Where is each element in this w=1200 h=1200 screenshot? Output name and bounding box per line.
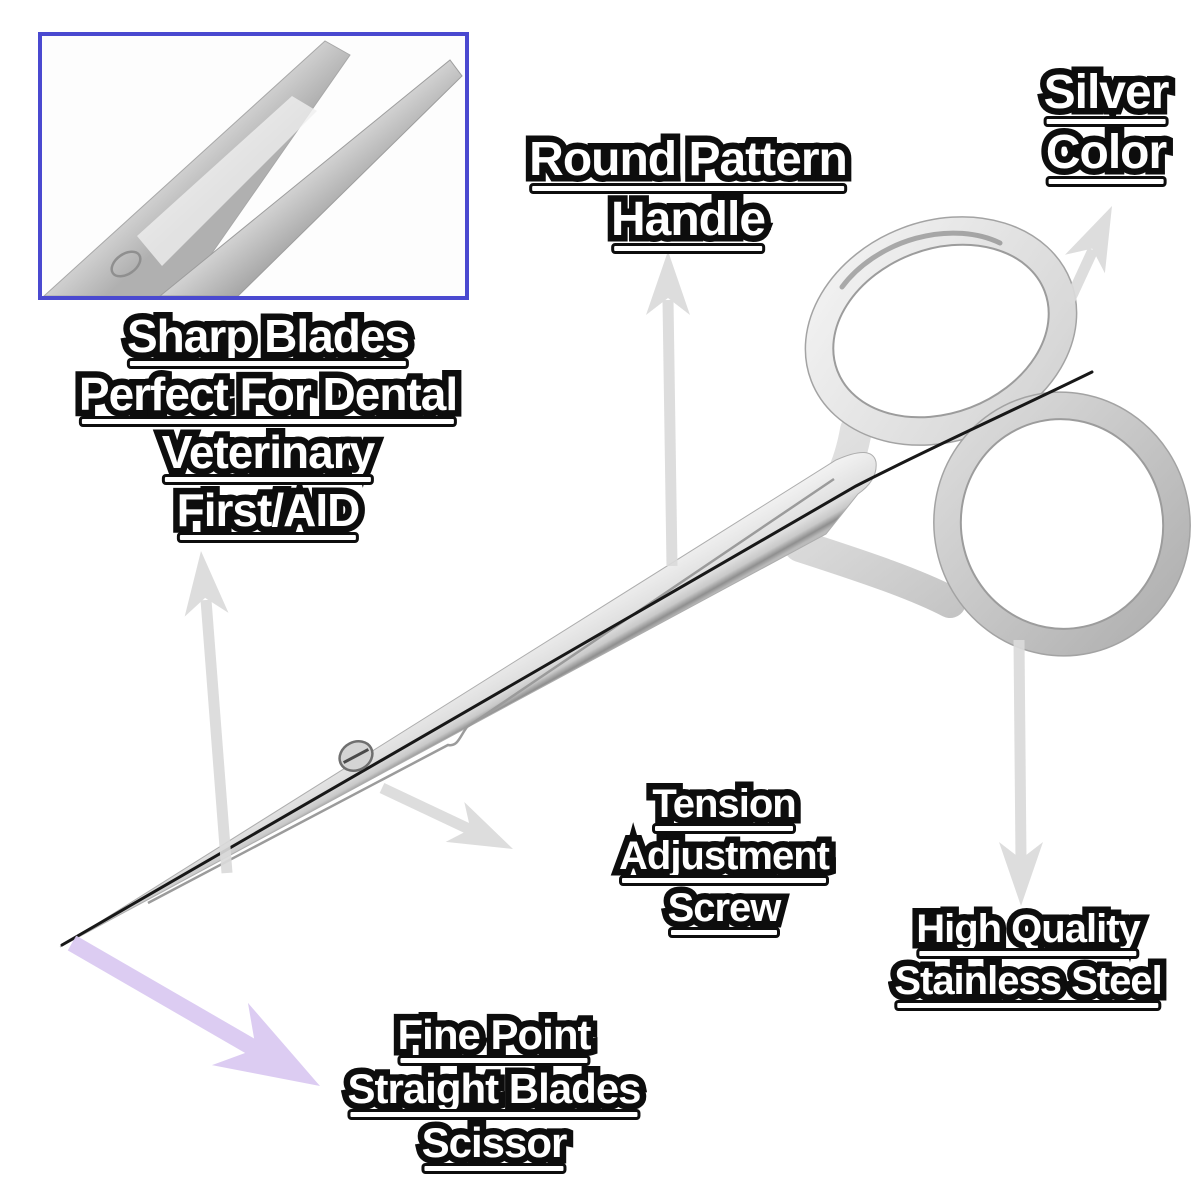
label-underline — [529, 183, 847, 194]
tension-screw — [338, 740, 374, 772]
arrow-to-tension-screw-label — [379, 783, 513, 849]
label-underline — [610, 243, 766, 254]
inset-maker-stamp — [110, 250, 142, 278]
blade-seam-line — [60, 370, 1094, 947]
blade-closeup-inset — [38, 32, 469, 300]
lower-handle-stem — [784, 530, 966, 618]
upper-ring-inner-shadow — [839, 230, 1003, 290]
inset-right-blade — [159, 59, 463, 296]
upper-finger-ring — [804, 216, 1078, 446]
arrow-to-silver-color-label — [1064, 206, 1112, 305]
label-underline — [127, 358, 409, 369]
label-underline — [421, 1163, 567, 1174]
label-underline — [161, 474, 375, 485]
label-underline — [347, 1109, 641, 1120]
scissors-photo — [59, 216, 1191, 948]
label-underline — [397, 1055, 591, 1066]
label-underline — [894, 1000, 1162, 1011]
label-underline — [619, 875, 829, 886]
arrow-to-fine-point-label — [67, 935, 320, 1086]
arrow-to-stainless-label — [999, 639, 1043, 906]
blade-ridge-line — [147, 477, 835, 905]
label-underline — [1045, 176, 1167, 187]
lower-finger-ring — [933, 391, 1191, 657]
label-underline — [667, 927, 781, 938]
blade-closeup-photo — [42, 36, 465, 296]
inset-left-blade — [43, 40, 351, 296]
inset-left-blade-highlight — [137, 96, 317, 266]
label-underline — [78, 416, 458, 427]
callout-arrows — [67, 206, 1112, 1086]
scissor-blades — [59, 452, 877, 948]
arrow-to-round-pattern-label — [646, 251, 690, 567]
label-underline — [176, 532, 360, 543]
label-underline — [1043, 116, 1169, 127]
label-underline — [916, 948, 1140, 959]
arrow-to-sharp-blades-label — [184, 551, 233, 874]
label-underline — [652, 823, 796, 834]
